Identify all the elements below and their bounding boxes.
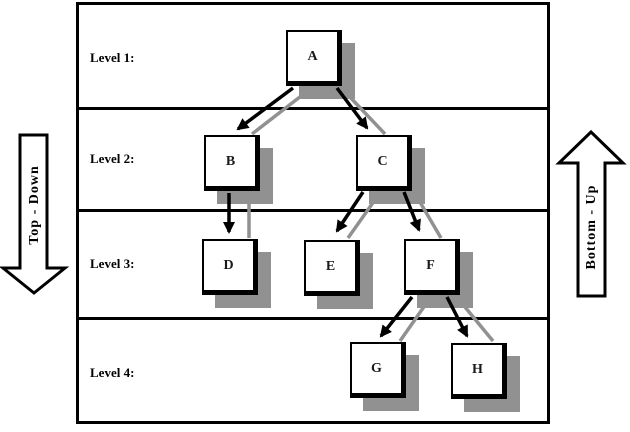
diagram-frame <box>76 2 550 424</box>
node-h: H <box>451 343 507 399</box>
node-b: B <box>204 135 260 191</box>
node-b-label: B <box>225 153 236 169</box>
node-c-label: C <box>377 153 388 169</box>
node-d-label: D <box>223 257 234 273</box>
node-e-label: E <box>325 258 336 274</box>
node-d: D <box>202 239 258 295</box>
level-4-label: Level 4: <box>90 365 135 380</box>
node-h-label: H <box>472 361 483 377</box>
node-g: G <box>350 342 406 398</box>
level-1-label: Level 1: <box>90 50 135 65</box>
node-f: F <box>404 239 460 295</box>
level-3-4-divider <box>79 317 547 320</box>
bottom-up-label: Bottom - Up <box>584 184 599 270</box>
level-2-3-divider <box>79 209 547 212</box>
node-g-label: G <box>371 360 382 376</box>
level-1-2-divider <box>79 107 547 110</box>
node-f-label: F <box>426 257 435 273</box>
level-3-label: Level 3: <box>90 256 135 271</box>
node-a-label: A <box>307 48 318 64</box>
node-a: A <box>286 30 342 86</box>
node-e: E <box>304 240 360 296</box>
top-down-label: Top - Down <box>27 165 42 245</box>
level-2-label: Level 2: <box>90 151 135 166</box>
node-c: C <box>356 135 412 191</box>
